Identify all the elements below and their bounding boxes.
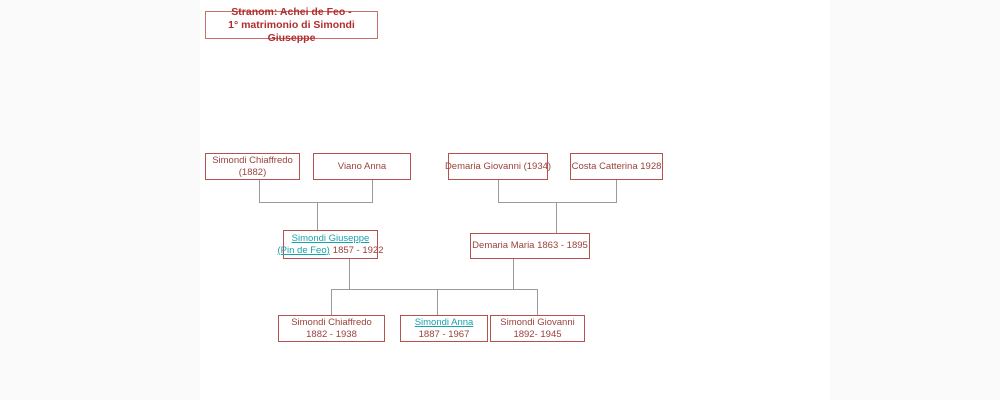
tree-title-box: Stranom: Achei de Feo - 1° matrimonio di…: [205, 6, 378, 44]
person-name: Costa Catterina 1928: [571, 160, 662, 172]
person-box-costa-catterina: Costa Catterina 1928: [570, 153, 663, 180]
connector-line: [556, 202, 557, 233]
connector-line: [513, 259, 514, 289]
person-box-simondi-giuseppe: Simondi Giuseppe (Pin de Feo)1857 - 1922: [278, 230, 384, 259]
person-name: Demaria Giovanni (1934): [444, 160, 552, 172]
connector-line: [498, 202, 617, 203]
page-left-margin: [0, 0, 200, 400]
connector-line: [349, 259, 350, 289]
connector-line: [616, 180, 617, 202]
page-right-margin: [830, 0, 1000, 400]
person-name: Simondi Chiaffredo: [291, 316, 372, 328]
person-name: Simondi Giovanni: [500, 316, 575, 328]
person-box-viano-anna: Viano Anna: [313, 153, 411, 180]
person-dates: 1892- 1945: [513, 328, 562, 340]
person-dates: 1887 - 1967: [418, 328, 470, 340]
person-link-pin-de-feo[interactable]: (Pin de Feo): [277, 244, 330, 256]
person-name: Simondi Chiaffredo: [212, 154, 293, 166]
person-box-simondi-chiaffredo-jr: Simondi Chiaffredo 1882 - 1938: [278, 315, 385, 342]
connector-line: [537, 289, 538, 315]
connector-line: [331, 289, 538, 290]
person-box-simondi-chiaffredo-sr: Simondi Chiaffredo (1882): [205, 153, 300, 180]
person-dates: 1882 - 1938: [306, 328, 357, 340]
person-name: Demaria Maria 1863 - 1895: [472, 240, 588, 251]
person-name: Viano Anna: [337, 160, 387, 172]
connector-line: [331, 289, 332, 315]
person-link-simondi-anna[interactable]: Simondi Anna: [414, 316, 474, 328]
person-link-simondi-giuseppe[interactable]: Simondi Giuseppe: [291, 232, 370, 244]
person-box-demaria-giovanni: Demaria Giovanni (1934): [444, 153, 552, 180]
connector-line: [317, 202, 318, 230]
tree-title-line2: 1° matrimonio di Simondi Giuseppe: [228, 18, 355, 44]
person-dates: (1882): [238, 166, 267, 178]
connector-line: [498, 180, 499, 202]
person-box-demaria-maria: Demaria Maria 1863 - 1895: [470, 233, 590, 259]
connector-line: [259, 202, 373, 203]
person-box-simondi-anna: Simondi Anna 1887 - 1967: [400, 315, 488, 342]
connector-line: [437, 289, 438, 315]
connector-line: [372, 180, 373, 202]
person-box-simondi-giovanni: Simondi Giovanni 1892- 1945: [490, 315, 585, 342]
person-dates: 1857 - 1922: [332, 244, 384, 256]
tree-title-line1: Stranom: Achei de Feo -: [231, 5, 352, 18]
connector-line: [259, 180, 260, 202]
